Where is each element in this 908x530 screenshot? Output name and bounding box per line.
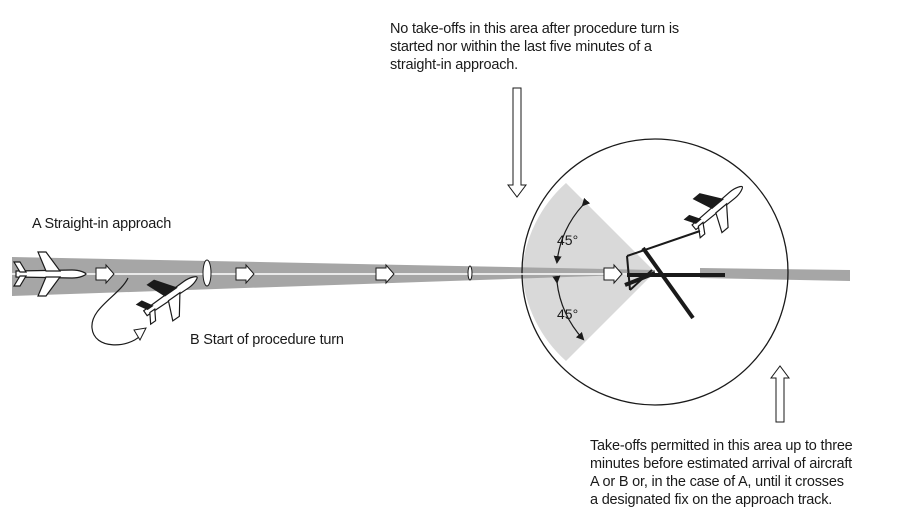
track-arrows <box>95 263 623 285</box>
angle-label-lower: 45° <box>557 306 578 322</box>
note-line: started nor within the last five minutes… <box>390 39 652 55</box>
fix-marker <box>202 259 212 287</box>
procedure-turn-path <box>91 277 141 346</box>
callout-arrow-top <box>507 87 527 198</box>
takeoff-permitted-note: Take-offs permitted in this area up to t… <box>590 437 890 509</box>
note-line: straight-in approach. <box>390 57 518 73</box>
note-line: Take-offs permitted in this area up to t… <box>590 438 853 454</box>
departing-aircraft <box>683 185 743 239</box>
note-line: a designated fix on the approach track. <box>590 492 833 508</box>
aircraft-b <box>135 276 198 326</box>
label-straight-in-approach: A Straight-in approach <box>32 216 172 232</box>
aerodrome-circle <box>521 138 789 406</box>
callout-arrow-bottom <box>770 365 790 423</box>
angle-arc-upper <box>553 197 591 264</box>
label-procedure-turn: B Start of procedure turn <box>190 332 344 348</box>
note-line: A or B or, in the case of A, until it cr… <box>590 474 844 490</box>
angle-arc-lower <box>552 275 585 341</box>
fix-marker <box>467 265 473 281</box>
approach-band-extension <box>700 268 850 281</box>
no-takeoff-note: No take-offs in this area after procedur… <box>390 20 720 74</box>
note-line: minutes before estimated arrival of airc… <box>590 456 852 472</box>
procedure-turn-arrow <box>133 327 147 342</box>
angle-label-upper: 45° <box>557 232 578 248</box>
aircraft-a <box>12 251 87 297</box>
runway-edges <box>626 230 701 291</box>
note-line: No take-offs in this area after procedur… <box>390 21 679 37</box>
